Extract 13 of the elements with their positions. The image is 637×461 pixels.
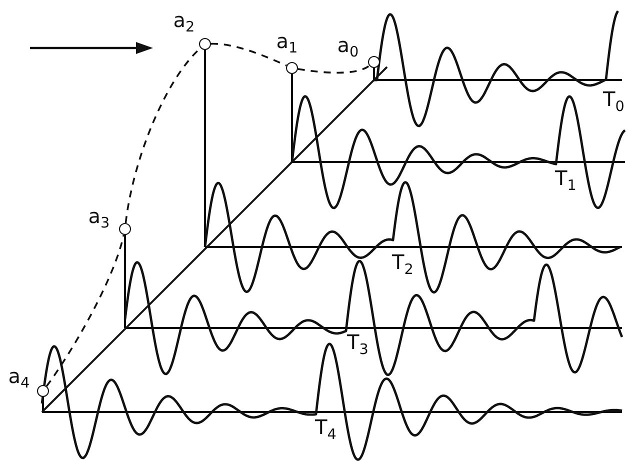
- trace-label: T$_{4}$: [315, 417, 336, 437]
- dashed-curve: [46, 234, 125, 387]
- dashed-curve: [210, 42, 287, 66]
- dashed-curve: [298, 64, 370, 74]
- trace-label: T$_{3}$: [347, 332, 368, 352]
- trace-label: T$_{0}$: [603, 89, 624, 109]
- point-label: a$_{0}$: [337, 35, 359, 56]
- point-label: a$_{2}$: [173, 10, 195, 30]
- trace-label: T$_{1}$: [555, 168, 576, 188]
- point-label: a$_{3}$: [88, 206, 110, 226]
- point-label: a$_{1}$: [276, 31, 298, 52]
- point-label: a$_{4}$: [8, 366, 30, 386]
- trace-label: T$_{2}$: [392, 252, 414, 272]
